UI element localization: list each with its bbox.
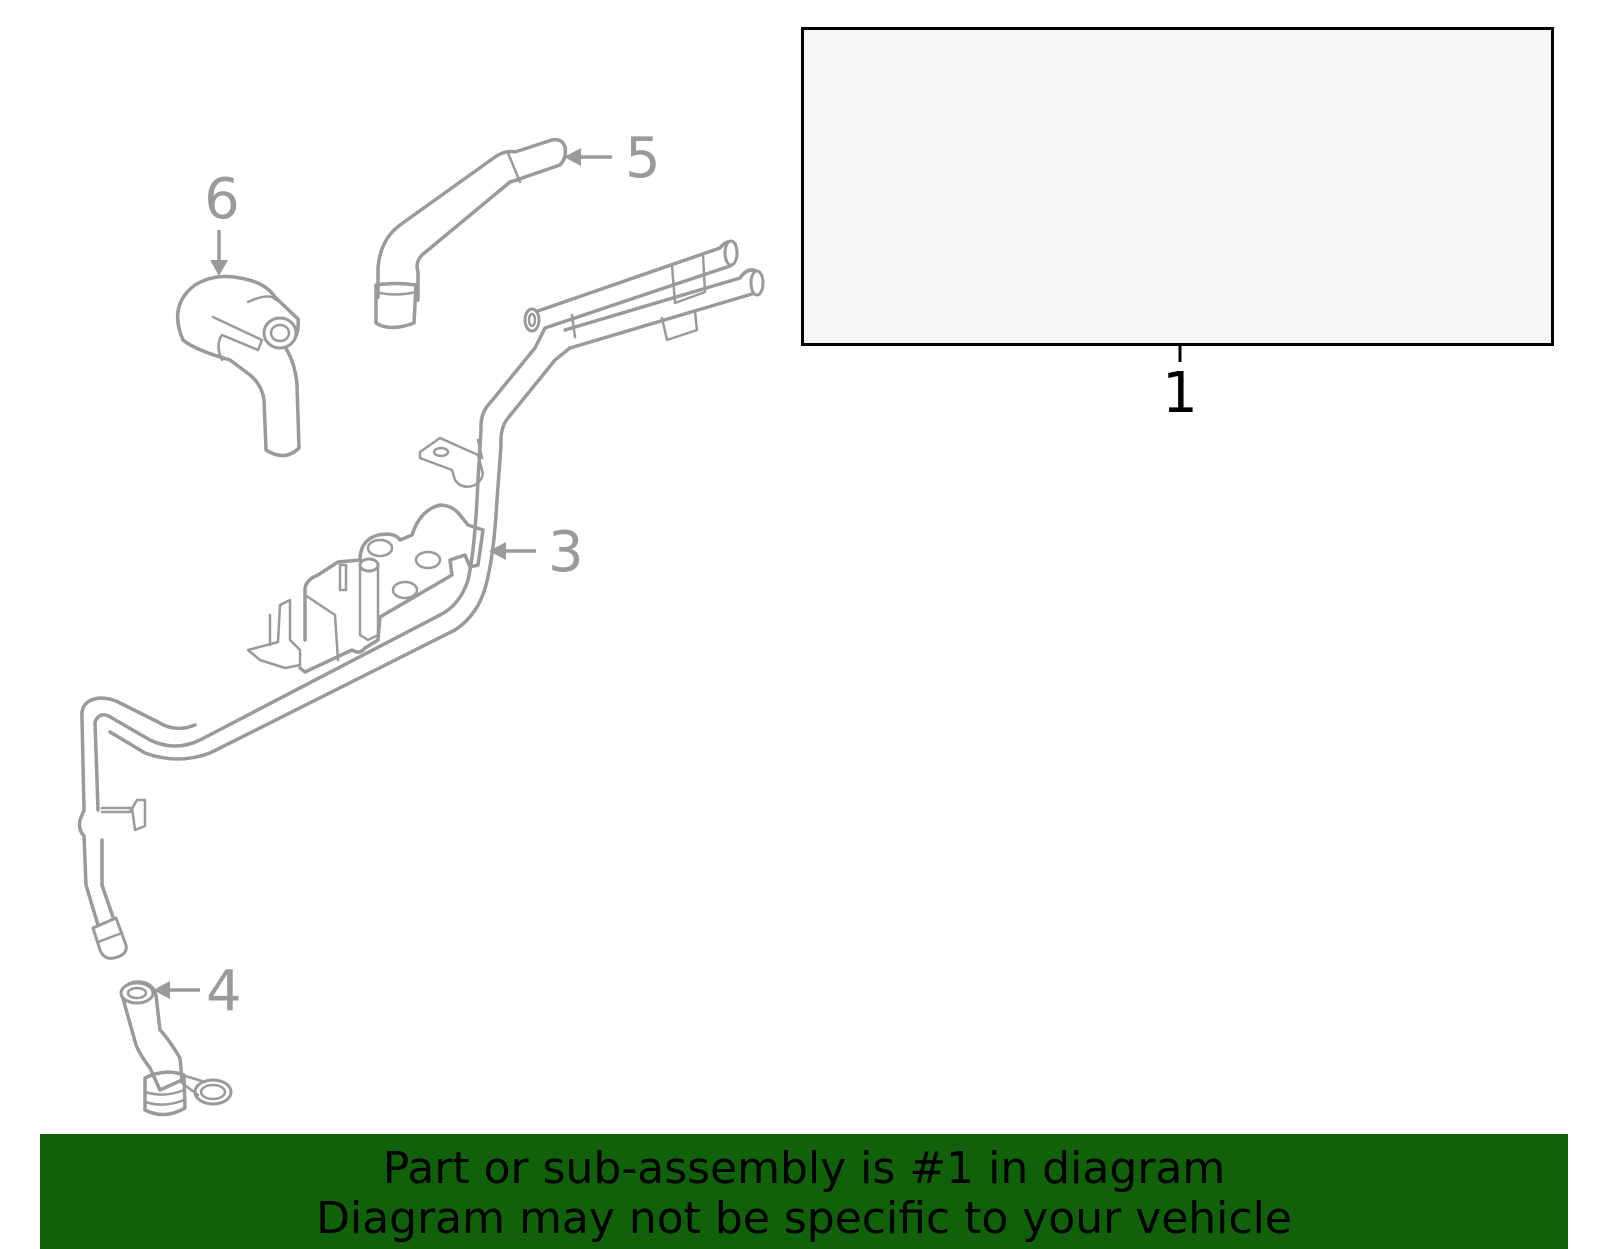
part-3-pipe-assembly[interactable] <box>77 239 765 960</box>
info-banner: Part or sub-assembly is #1 in diagram Di… <box>40 1134 1568 1249</box>
callout-part-6[interactable]: 6 <box>204 167 240 232</box>
part-4-callout-arrow <box>153 981 200 999</box>
banner-line-subassembly: Part or sub-assembly is #1 in diagram <box>382 1143 1226 1194</box>
callout-part-1[interactable]: 1 <box>1162 361 1198 426</box>
part-6-bent-hose[interactable] <box>175 274 301 458</box>
part-5-callout-arrow <box>564 148 612 166</box>
part-4-small-hose[interactable] <box>119 980 233 1117</box>
callout-part-5[interactable]: 5 <box>625 126 661 191</box>
banner-line-disclaimer: Diagram may not be specific to your vehi… <box>316 1193 1292 1244</box>
part-1-component-box[interactable] <box>801 27 1554 346</box>
part-6-callout-arrow <box>210 230 228 276</box>
part-5-upper-hose[interactable] <box>374 137 568 330</box>
callout-part-4[interactable]: 4 <box>206 959 242 1024</box>
part-3-callout-arrow <box>489 542 536 560</box>
callout-part-3[interactable]: 3 <box>548 520 584 585</box>
